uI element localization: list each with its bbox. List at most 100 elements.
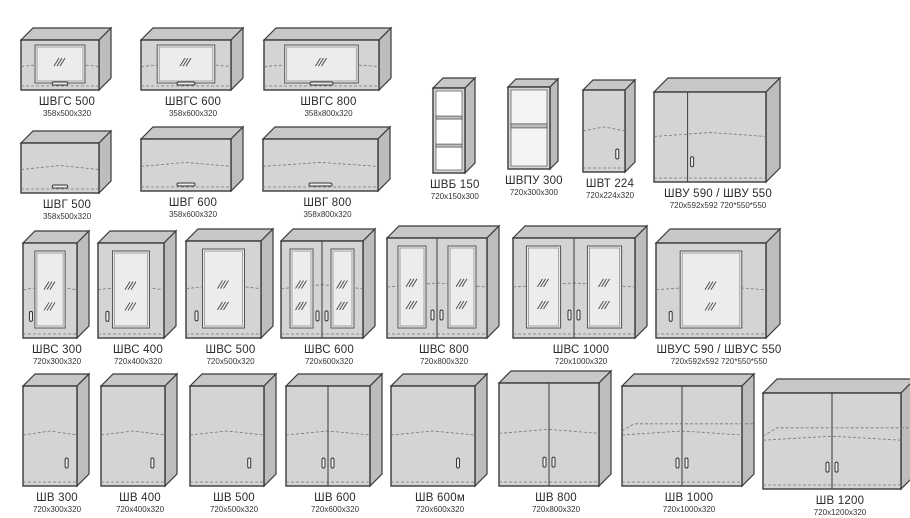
glass-panel (397, 245, 427, 329)
cabinet-top (654, 228, 782, 244)
cabinet-name: ШВС 1000 (552, 344, 610, 356)
cabinet-side (486, 224, 500, 340)
cabinet-top (261, 126, 392, 140)
cabinet-drawing (21, 229, 91, 340)
handle-icon (176, 182, 196, 187)
shelf-line (262, 161, 379, 167)
glass-panel (447, 245, 477, 329)
glass-panel (284, 44, 359, 84)
cabinet-dimensions: 720x300x320 (32, 357, 82, 366)
cabinet-front (22, 385, 78, 487)
shelf-line (653, 132, 767, 137)
cabinet-dimensions: 720x600x320 (415, 505, 465, 514)
cabinet-drawing (262, 26, 393, 92)
cabinet-name: ШВ 600м (415, 492, 465, 504)
cabinet-name: ШВ 500 (213, 492, 255, 504)
cabinet-name: ШВС 600 (304, 344, 354, 356)
cabinet-drawing (389, 372, 489, 488)
cabinet-name: ШВ 1000 (664, 492, 714, 504)
handle-icon (315, 310, 320, 322)
cabinet-drawing (385, 224, 501, 340)
cabinet-name: ШВБ 150 (430, 179, 480, 191)
cabinet-dimensions: 720x224x320 (585, 191, 635, 200)
cabinet-dimensions: 720x500x320 (206, 357, 255, 366)
cabinet-side (474, 372, 488, 488)
cabinet-drawing (654, 227, 782, 340)
cabinet-name: ШВГС 800 (300, 96, 357, 108)
shelf-line (762, 435, 902, 441)
cabinet-dimensions: 720x1000x320 (662, 505, 716, 514)
shelf-line (20, 62, 100, 67)
cabinet-drawing (506, 77, 560, 171)
cabinet-dimensions: 720x400x320 (113, 357, 163, 366)
cabinet-name: ШВС 500 (205, 344, 256, 356)
handle-icon (51, 81, 69, 86)
shelf-line (582, 126, 626, 132)
cabinet-dimensions: 358x800x320 (304, 109, 353, 118)
handle-icon (439, 309, 444, 321)
shelf-line (20, 165, 100, 170)
cabinet-side (549, 77, 559, 171)
handle-icon (615, 148, 620, 160)
cabinet-front (653, 91, 767, 183)
cabinet-dimensions: 358x600x320 (168, 210, 218, 219)
handle-icon (64, 457, 69, 469)
glass-panel (586, 245, 623, 329)
cabinet-drawing (284, 372, 384, 488)
cabinet-top (279, 228, 377, 242)
handle-icon (567, 309, 572, 321)
cabinet-side (230, 125, 244, 193)
cabinet-top (184, 228, 275, 242)
cabinet-dimensions: 720x300x320 (32, 505, 82, 514)
cabinet-top (511, 225, 649, 239)
handle-icon (834, 461, 839, 473)
cabinet-top (385, 225, 501, 239)
shelf-line (97, 285, 165, 291)
open-interior (435, 90, 463, 171)
cabinet-dimensions: 358x500x320 (42, 212, 92, 221)
cabinet-top (761, 378, 910, 394)
cabinet-name: ШВ 1200 (815, 495, 865, 507)
cabinet-name: ШВ 600 (314, 492, 356, 504)
cabinet-drawing (184, 227, 275, 340)
handle-icon (194, 310, 199, 322)
cabinet-top (389, 373, 489, 387)
shelf-board (435, 143, 463, 148)
shelf-board (435, 115, 463, 120)
cabinet-name: ШВС 800 (419, 344, 469, 356)
cabinet-side (900, 383, 910, 491)
cabinet-top (497, 370, 613, 384)
handle-icon (430, 309, 435, 321)
glass-panel (525, 245, 562, 329)
cabinet-drawing (581, 78, 637, 174)
cabinet-drawing (279, 227, 377, 340)
handle-icon (675, 457, 680, 469)
cabinet-dimensions: 720x1000x320 (554, 357, 608, 366)
cabinet-name: ШВГС 600 (164, 96, 222, 108)
handle-icon (308, 182, 333, 187)
cabinet-front (390, 385, 476, 487)
cabinet-front (189, 385, 265, 487)
cabinet-dimensions: 720x150x300 (430, 192, 479, 201)
cabinet-drawing (761, 378, 910, 491)
glass-panel (156, 44, 216, 84)
cabinet-dimensions: 720x300x300 (509, 188, 558, 197)
cabinet-top (284, 373, 384, 387)
cabinet-name: ШВТ 224 (585, 178, 635, 190)
handle-icon (684, 457, 689, 469)
